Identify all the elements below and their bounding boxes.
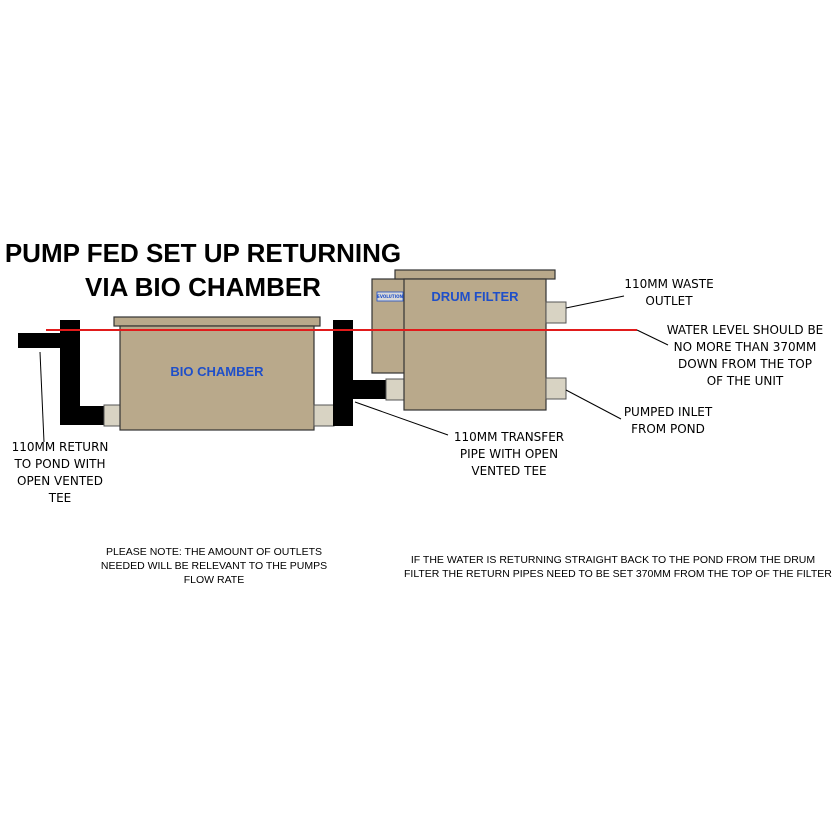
waste-outlet-callout: 110MM WASTE OUTLET — [614, 276, 724, 310]
callout-line: PIPE WITH OPEN — [459, 447, 559, 461]
callout-line: 110MM RETURN — [11, 440, 109, 454]
callout-line: FROM POND — [631, 422, 705, 436]
transfer-fitting — [385, 378, 407, 401]
return-pipe — [18, 320, 110, 425]
callout-line: OPEN VENTED — [17, 474, 103, 488]
callout-line: 110MM WASTE — [624, 277, 714, 291]
pumped-inlet-fitting — [545, 377, 567, 400]
pumped-inlet-callout: PUMPED INLET FROM POND — [613, 404, 723, 438]
bio-chamber-label: BIO CHAMBER — [170, 364, 264, 379]
note-line: FLOW RATE — [183, 574, 245, 586]
note-line: PLEASE NOTE: THE AMOUNT OF OUTLETS — [105, 546, 323, 558]
leader-lines — [39, 295, 669, 443]
callout-line: WATER LEVEL SHOULD BE — [666, 323, 824, 337]
water-level-callout: WATER LEVEL SHOULD BE NO MORE THAN 370MM… — [665, 322, 825, 390]
transfer-pipe — [333, 320, 389, 426]
return-straight-note: IF THE WATER IS RETURNING STRAIGHT BACK … — [404, 553, 832, 581]
title-line-2: VIA BIO CHAMBER — [85, 272, 321, 302]
callout-line: VENTED TEE — [471, 464, 547, 478]
callout-line: PUMPED INLET — [623, 405, 713, 419]
bio-outlet-fitting — [313, 404, 335, 427]
note-line: IF THE WATER IS RETURNING STRAIGHT BACK … — [410, 554, 816, 566]
drum-filter-unit — [371, 269, 556, 411]
drum-badge-label: EVOLUTION — [377, 294, 403, 299]
waste-outlet-fitting — [545, 301, 567, 324]
callout-line: DOWN FROM THE TOP — [678, 357, 812, 371]
callout-line: TO POND WITH — [14, 457, 106, 471]
callout-line: TEE — [48, 491, 72, 505]
callout-line: NO MORE THAN 370MM — [673, 340, 817, 354]
return-to-pond-callout: 110MM RETURN TO POND WITH OPEN VENTED TE… — [5, 439, 115, 507]
bio-chamber-unit — [113, 316, 321, 431]
callout-line: 110MM TRANSFER — [453, 430, 565, 444]
page-title: PUMP FED SET UP RETURNING VIA BIO CHAMBE… — [0, 236, 406, 304]
drum-filter-label: DRUM FILTER — [431, 289, 519, 304]
transfer-pipe-callout: 110MM TRANSFER PIPE WITH OPEN VENTED TEE — [448, 429, 570, 480]
return-fitting — [103, 404, 123, 427]
note-line: NEEDED WILL BE RELEVANT TO THE PUMPS — [100, 560, 328, 572]
note-line: FILTER THE RETURN PIPES NEED TO BE SET 3… — [404, 568, 832, 580]
title-line-1: PUMP FED SET UP RETURNING — [4, 238, 402, 268]
callout-line: OUTLET — [645, 294, 693, 308]
outlets-note: PLEASE NOTE: THE AMOUNT OF OUTLETS NEEDE… — [80, 545, 348, 587]
callout-line: OF THE UNIT — [706, 374, 784, 388]
